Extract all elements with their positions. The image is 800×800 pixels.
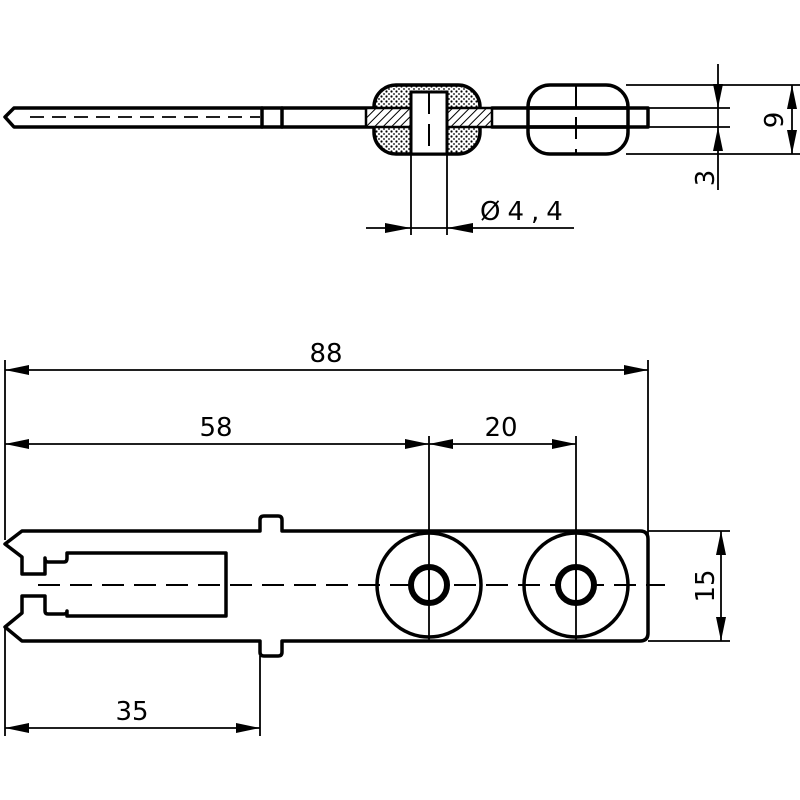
side-grommet-2 (526, 83, 630, 156)
dia-arrow-right (447, 223, 473, 233)
width-label: 15 (691, 569, 721, 602)
side-strip-left (3, 106, 382, 129)
plate-offset-label: 3 (691, 170, 721, 187)
length-arrow-right (624, 365, 648, 375)
top-view: 88 58 20 35 15 (3, 339, 730, 736)
slot-length-label: 35 (115, 697, 148, 727)
hole-position-label: 58 (199, 413, 232, 443)
plate-arrow-top (713, 84, 723, 108)
hole-pos-arrow-right (405, 439, 429, 449)
slot-arrow-left (5, 723, 29, 733)
side-strip-through (526, 106, 630, 129)
length-arrow-left (5, 365, 29, 375)
hole-diameter-label: Ø4,4 (480, 197, 570, 227)
side-plate-section-right (445, 106, 494, 129)
hole-pos-arrow-left (5, 439, 29, 449)
width-arrow-top (716, 531, 726, 555)
slot-arrow-right (236, 723, 260, 733)
overall-length-label: 88 (309, 339, 342, 369)
grommet-height-label: 9 (760, 112, 790, 129)
width-arrow-bottom (716, 617, 726, 641)
plate-outline (3, 514, 650, 658)
grommet-arrow-top (787, 85, 797, 109)
side-view: Ø4,4 9 3 (3, 64, 800, 235)
plate-arrow-bottom (713, 127, 723, 151)
spacing-arrow-right (552, 439, 576, 449)
grommet-arrow-bottom (787, 130, 797, 154)
dia-arrow-left (385, 223, 411, 233)
side-strip-right (490, 106, 650, 129)
spacing-arrow-left (429, 439, 453, 449)
hole-spacing-label: 20 (484, 413, 517, 443)
side-plate-section-left (364, 106, 413, 129)
